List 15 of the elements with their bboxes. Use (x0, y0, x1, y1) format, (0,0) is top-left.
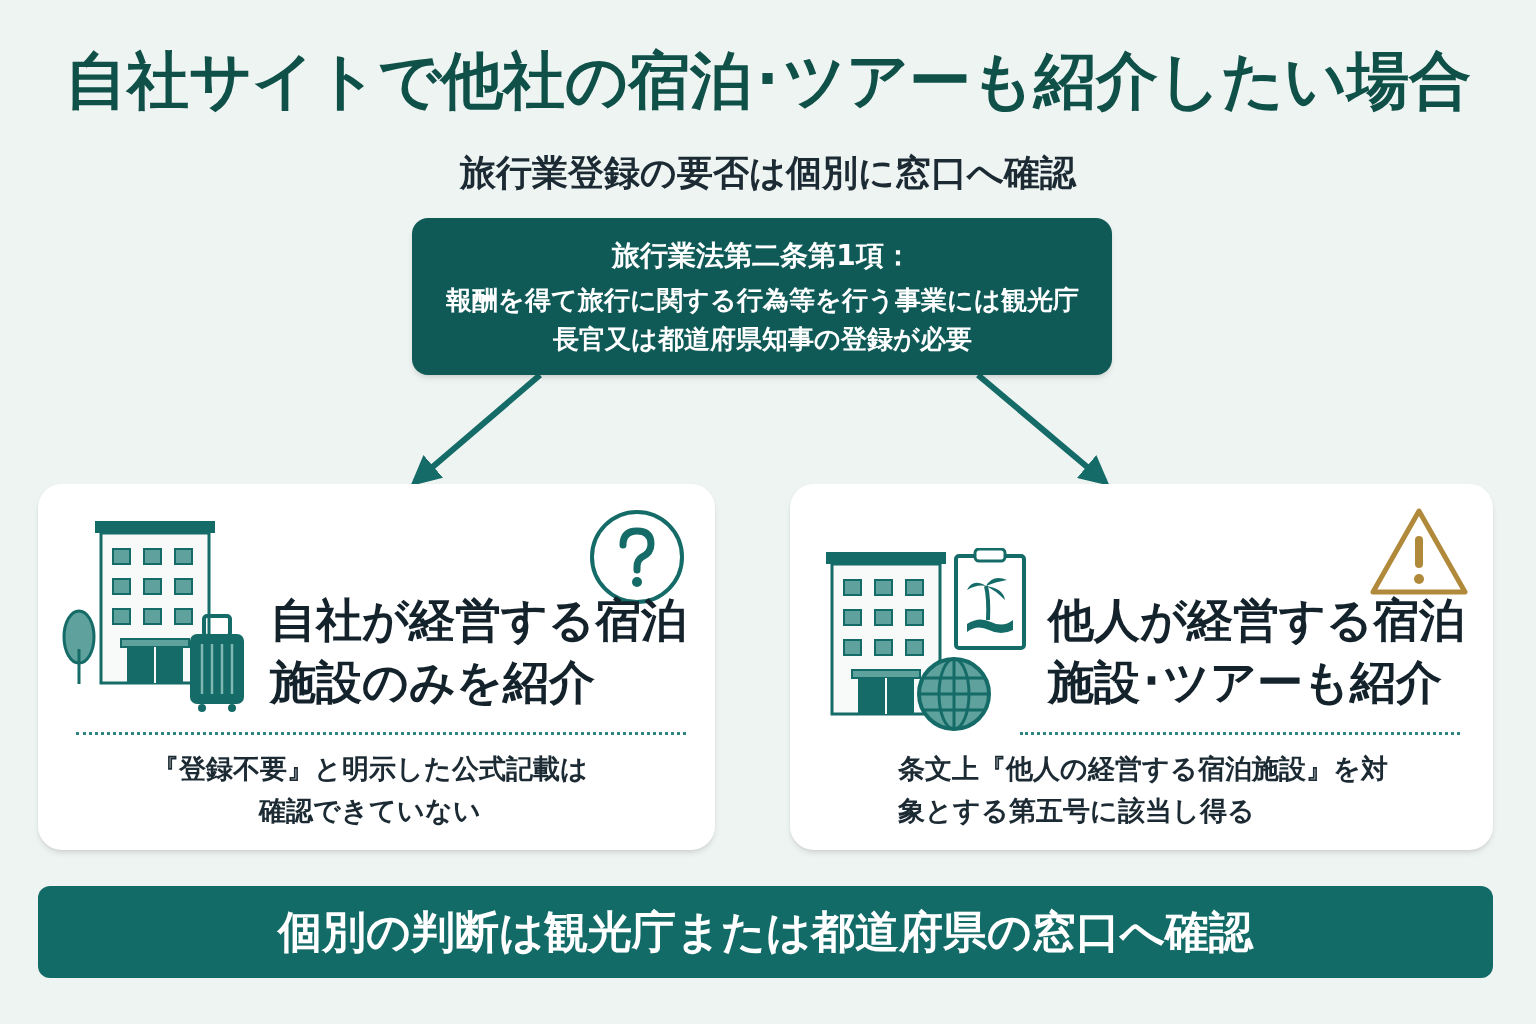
case-note: 『登録不要』と明示した公式記載は確認できていない (151, 752, 589, 828)
title: 自社サイトで他社の宿泊･ツアーも紹介したい場合 (64, 44, 1472, 119)
subtitle: 旅行業登録の要否は個別に窓口へ確認 (458, 151, 1078, 195)
case-card (790, 484, 1493, 850)
law-heading: 旅行業法第二条第1項： (612, 237, 912, 274)
conclusion-text: 個別の判断は観光庁または都道府県の窓口へ確認 (278, 905, 1253, 959)
case-note: 条文上『他人の経営する宿泊施設』を対象とする第五号に該当し得る (898, 752, 1388, 828)
law-text: 報酬を得て旅行に関する行為等を行う事業には観光庁長官又は都道府県知事の登録が必要 (444, 283, 1080, 356)
case-heading: 自社が経営する宿泊施設のみを紹介 (270, 592, 688, 712)
case-card (38, 484, 715, 850)
arrow (976, 372, 1110, 486)
case-heading: 他人が経営する宿泊施設･ツアーも紹介 (1048, 592, 1466, 712)
conclusion-banner (38, 886, 1493, 978)
arrow (410, 372, 542, 486)
law-box (412, 218, 1112, 375)
